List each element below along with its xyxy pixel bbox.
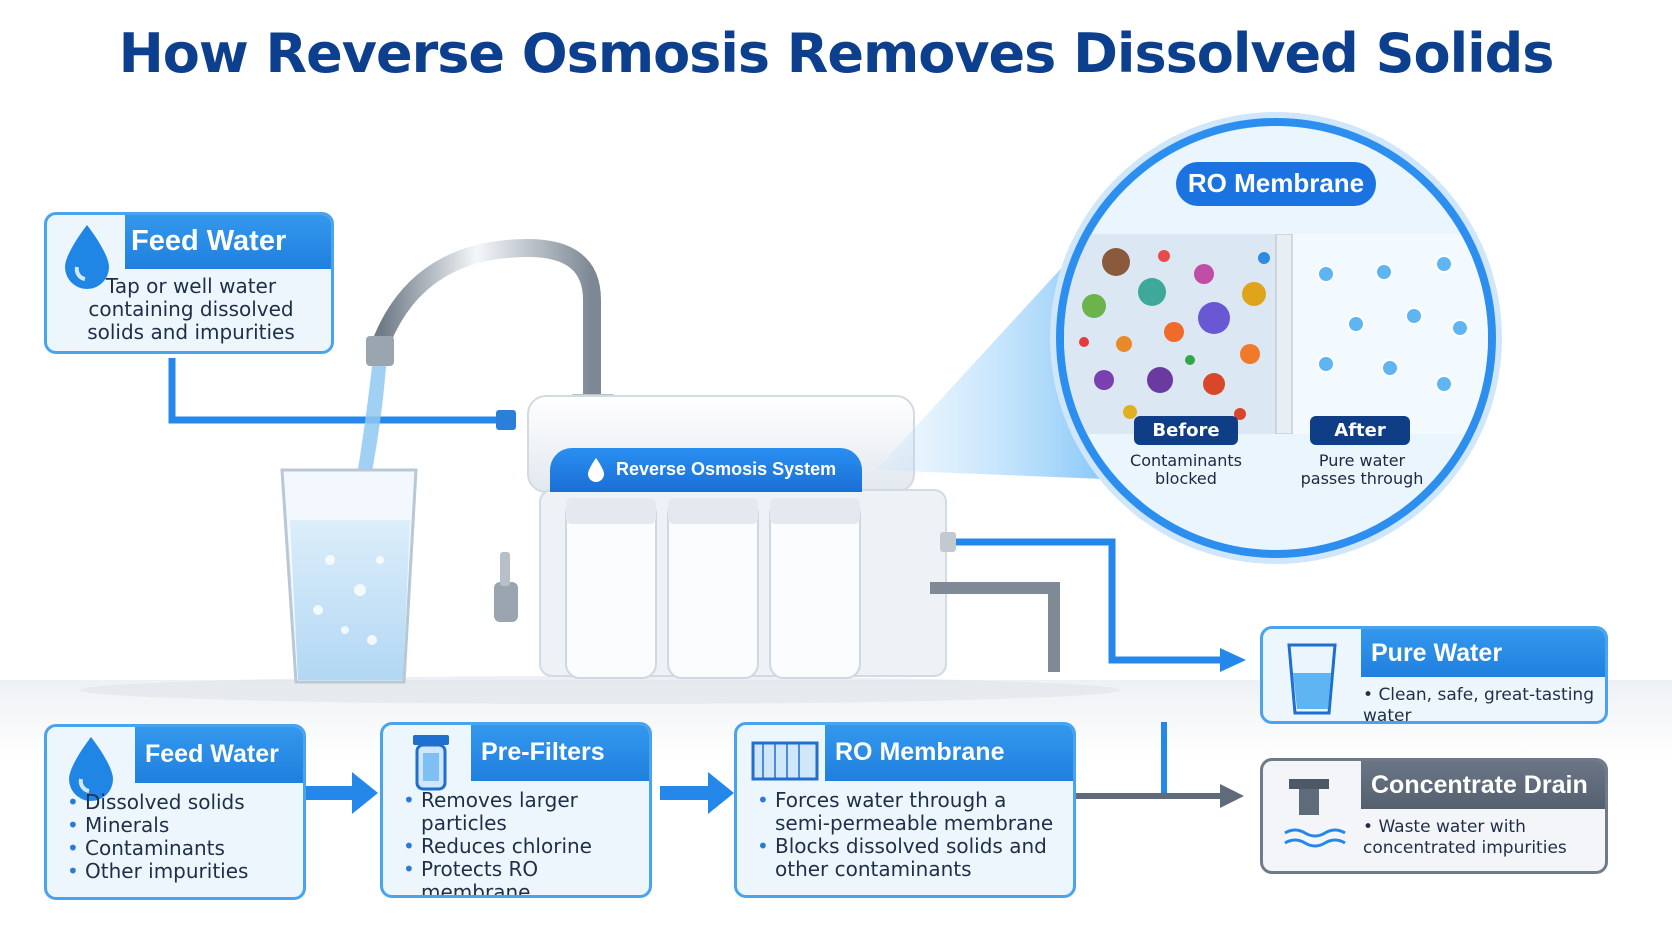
- before-label: Before: [1134, 416, 1238, 445]
- filter-cartridge-icon: [383, 725, 471, 895]
- output-heading: Concentrate Drain: [1361, 761, 1605, 809]
- feed-pipe: [168, 358, 508, 424]
- water-drop-icon: [588, 458, 604, 482]
- water-glass-icon: [1263, 629, 1351, 721]
- filter-housings: [565, 498, 861, 679]
- output-heading: Pure Water: [1361, 629, 1605, 677]
- feed-water-description: Tap or well water containing dissolved s…: [87, 274, 295, 344]
- drain-line: [930, 582, 1060, 672]
- step-list: Forces water through a semi-permeable me…: [757, 789, 1065, 881]
- system-label: Reverse Osmosis System: [550, 448, 862, 492]
- feed-water-callout: Feed Water Tap or well water containing …: [44, 212, 334, 354]
- step-heading: Feed Water: [135, 727, 303, 783]
- output-concentrate-drain: Concentrate Drain • Waste water with con…: [1260, 758, 1608, 874]
- before-caption: Contaminants blocked: [1130, 451, 1242, 488]
- after-caption: Pure water passes through: [1300, 451, 1424, 488]
- output-text-value: Clean, safe, great-tasting water: [1363, 685, 1594, 724]
- membrane-cross-section: [1064, 234, 1488, 434]
- list-item: Protects RO membrane: [403, 858, 641, 896]
- water-drop-icon: [47, 215, 135, 351]
- output-pure-water: Pure Water • Clean, safe, great-tasting …: [1260, 626, 1608, 724]
- membrane-icon: [737, 725, 825, 895]
- list-item: Blocks dissolved solids and other contam…: [757, 835, 1065, 881]
- pure-water-pipe: [946, 538, 1222, 664]
- after-label: After: [1310, 416, 1410, 445]
- drain-icon: [1263, 761, 1351, 871]
- list-item: Contaminants: [67, 837, 295, 861]
- list-item: Forces water through a semi-permeable me…: [757, 789, 1065, 835]
- step-pre-filters: Pre-Filters Removes larger particles Red…: [380, 722, 652, 898]
- list-item: Reduces chlorine: [403, 835, 641, 859]
- step-feed-water: Feed Water Dissolved solids Minerals Con…: [44, 724, 306, 900]
- step-ro-membrane: RO Membrane Forces water through a semi-…: [734, 722, 1076, 898]
- output-text: • Clean, safe, great-tasting water: [1363, 685, 1594, 724]
- membrane-magnifier: RO Membrane Before Contaminants blocked …: [1056, 118, 1496, 558]
- membrane-heading: RO Membrane: [1176, 162, 1376, 206]
- step-heading: RO Membrane: [825, 725, 1073, 781]
- list-item: Dissolved solids: [67, 791, 295, 815]
- output-text-value: Waste water with concentrated impurities: [1363, 817, 1567, 858]
- feed-water-heading: Feed Water: [125, 215, 331, 269]
- list-item: Removes larger particles: [403, 789, 641, 835]
- step-list: Dissolved solids Minerals Contaminants O…: [67, 791, 295, 884]
- step-list: Removes larger particles Reduces chlorin…: [403, 789, 641, 896]
- water-stream: [356, 366, 386, 482]
- faucet: [373, 238, 601, 400]
- system-label-text: Reverse Osmosis System: [616, 459, 837, 479]
- page-title: How Reverse Osmosis Removes Dissolved So…: [118, 22, 1555, 85]
- step-heading: Pre-Filters: [471, 725, 649, 781]
- list-item: Minerals: [67, 814, 295, 838]
- output-text: • Waste water with concentrated impuriti…: [1363, 817, 1567, 858]
- list-item: Other impurities: [67, 860, 295, 884]
